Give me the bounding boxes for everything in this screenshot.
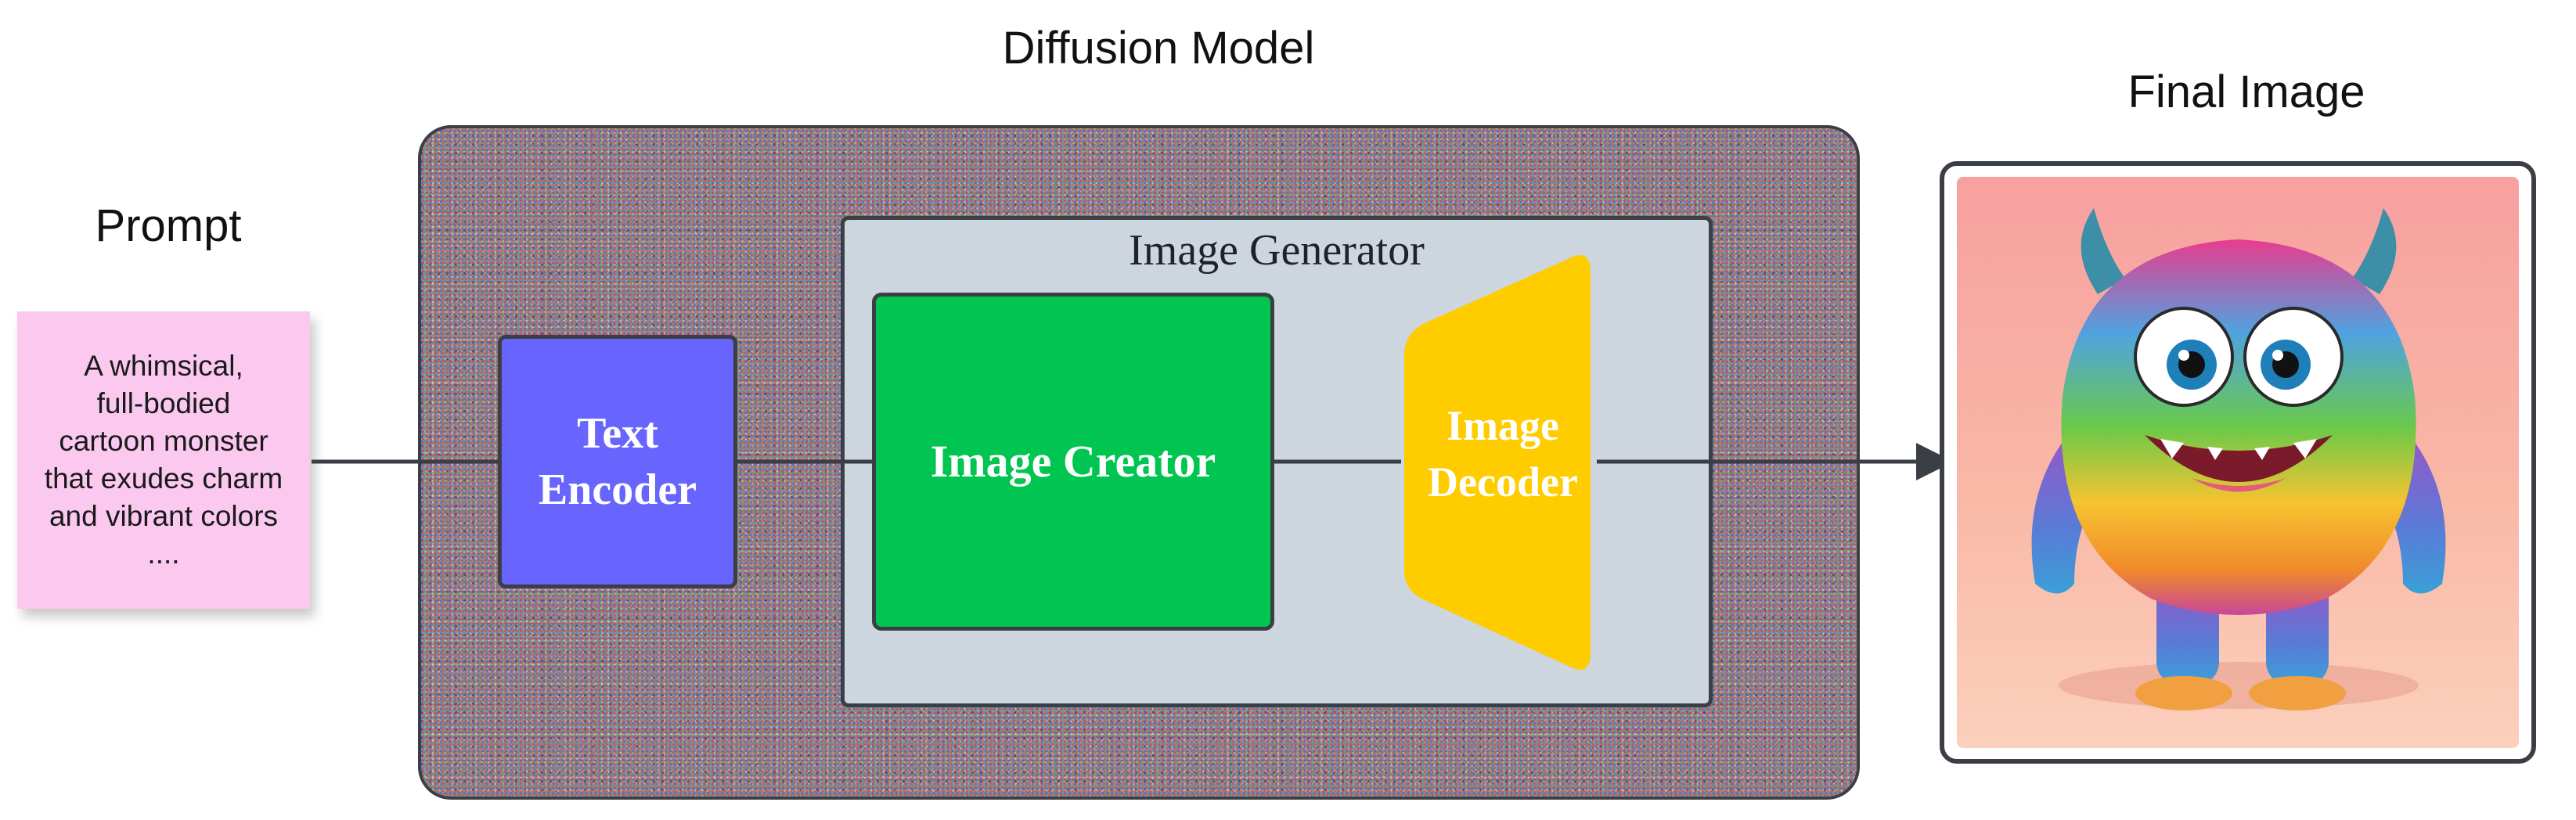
prompt-label: Prompt — [95, 200, 242, 251]
diffusion-model-label: Diffusion Model — [1002, 23, 1315, 74]
image-decoder-block — [1404, 255, 1591, 670]
image-decoder-label: Image Decoder — [1428, 402, 1578, 505]
image-creator-block: Image Creator — [872, 293, 1274, 631]
image-generator-label: Image Generator — [1129, 226, 1425, 275]
image-decoder-shape — [1404, 255, 1591, 670]
prompt-text: A whimsical, full-bodied cartoon monster… — [44, 350, 283, 570]
final-image-label: Final Image — [2127, 67, 2365, 117]
output-arrowhead-icon — [1916, 443, 1954, 480]
final-image-picture — [1957, 177, 2519, 748]
image-creator-label: Image Creator — [930, 436, 1216, 487]
text-encoder-label: Text Encoder — [538, 409, 697, 514]
cartoon-monster-illustration-icon — [1957, 177, 2519, 748]
prompt-note: A whimsical, full-bodied cartoon monster… — [17, 311, 310, 609]
text-encoder-block: Text Encoder — [498, 335, 737, 588]
